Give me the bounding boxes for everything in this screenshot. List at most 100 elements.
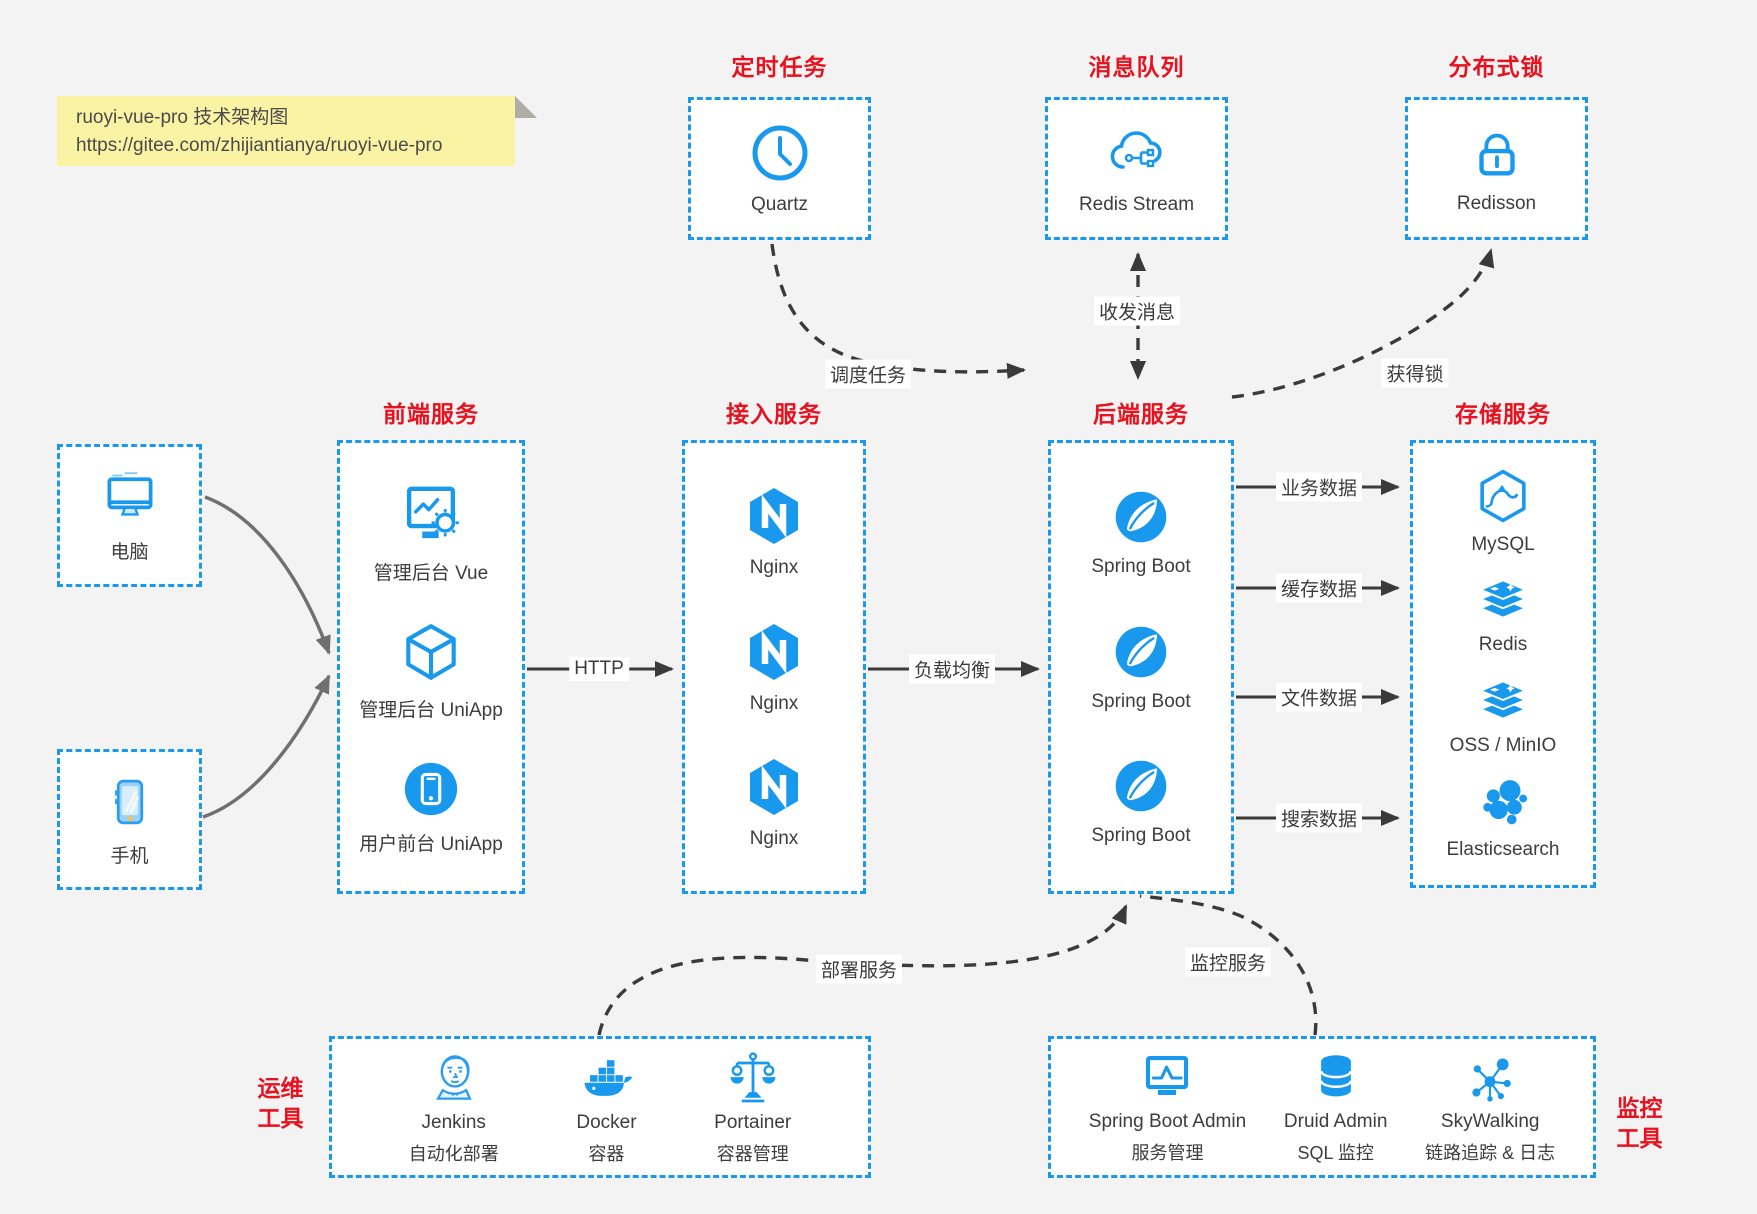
edge-schedule [770,243,1026,379]
client-box-phone: 手机 [57,749,202,890]
edge-label-file-data: 文件数据 [1275,682,1363,712]
node-mysql: MySQL [1471,467,1535,556]
redis-icon [1478,579,1528,619]
note-url: https://gitee.com/zhijiantianya/ruoyi-vu… [76,135,443,156]
druid-icon [1319,1055,1352,1097]
node-label: Spring Boot [1091,555,1191,577]
desktop-icon [107,471,152,516]
edge-label-business-data: 业务数据 [1275,472,1363,502]
node-quartz: Quartz [748,121,812,216]
edge-label-monitor: 监控服务 [1184,947,1272,977]
node-label: 管理后台 UniApp [359,700,503,721]
node-desc: SQL 监控 [1297,1143,1374,1163]
node-desc: 容器管理 [716,1144,789,1164]
node-redis-stream: Redis Stream [1079,121,1194,216]
mysql-icon [1480,469,1526,522]
clock-icon [752,125,807,181]
node-label: 用户前台 UniApp [359,833,503,855]
node-skywalking: SkyWalking 链路追踪 & 日志 [1425,1049,1555,1165]
node-redisson: Redisson [1457,122,1536,215]
column-title-backend: 后端服务 [1093,401,1189,427]
node-label: Jenkins [421,1112,486,1133]
nginx-icon [750,487,798,544]
node-label: Spring Boot [1091,825,1191,847]
edge-label-deploy: 部署服务 [815,954,903,984]
node-label: SkyWalking [1440,1111,1540,1132]
column-title-frontend: 前端服务 [383,401,479,427]
group-box-monitor-tools: Spring Boot Admin 服务管理 Druid Admin SQL 监… [1048,1036,1596,1178]
docker-icon [584,1060,633,1096]
column-box-backend: Spring Boot Spring Boot Spring Boot [1048,440,1234,894]
node-portainer: Portainer 容器管理 [714,1048,791,1166]
portainer-icon [730,1052,776,1103]
node-label: Spring Boot [1091,690,1191,712]
node-admin-vue: 管理后台 Vue [374,479,488,585]
spring-boot-icon [1115,760,1167,812]
column-box-storage: MySQL Redis [1410,440,1596,888]
nginx-icon [750,623,798,680]
note-title: ruoyi-vue-pro 技术架构图 [76,107,289,128]
node-label: Redis [1478,634,1528,656]
node-label: OSS / MinIO [1449,734,1557,756]
edge-label-search-data: 搜索数据 [1275,803,1363,833]
node-label: Redis Stream [1078,194,1195,215]
node-redis: Redis [1473,573,1533,656]
node-label: Nginx [749,692,799,714]
monitor-title-line2: 工具 [1616,1124,1663,1151]
group-title-distributed-lock: 分布式锁 [1448,54,1545,80]
node-spring-boot-2: Spring Boot [1091,622,1191,713]
node-phone: 手机 [101,772,159,868]
edge-label-http: HTTP [569,657,629,681]
group-box-scheduled-jobs: Quartz [688,97,871,240]
edge-label-load-balance: 负载均衡 [908,654,996,684]
node-label: Elasticsearch [1446,839,1560,861]
node-label: Nginx [749,556,799,578]
column-box-frontend: 管理后台 Vue 管理后台 UniApp 用户前台 UniApp [337,440,525,894]
node-label: Druid Admin [1283,1111,1388,1132]
group-box-ops-tools: Jenkins 自动化部署 Docker 容器 [329,1036,871,1178]
node-spring-boot-3: Spring Boot [1091,756,1191,847]
group-title-scheduled-jobs: 定时任务 [731,54,828,80]
node-label: Quartz [750,194,809,215]
node-label: Portainer [714,1112,792,1133]
user-uniapp-icon [404,762,458,815]
spring-boot-icon [1115,491,1167,543]
skywalking-icon [1472,1058,1512,1102]
node-elasticsearch: Elasticsearch [1447,774,1560,861]
node-label: Spring Boot Admin [1088,1111,1247,1132]
node-desc: 自动化部署 [408,1144,499,1164]
ops-title-line1: 运维 [257,1075,304,1101]
ops-title-line2: 工具 [257,1104,304,1131]
uniapp-cube-icon [406,624,456,680]
jenkins-icon [435,1055,472,1100]
group-title-message-queue: 消息队列 [1088,54,1185,80]
node-label: Docker [576,1112,637,1133]
node-spring-boot-1: Spring Boot [1091,487,1191,578]
node-desc: 链路追踪 & 日志 [1425,1143,1556,1163]
edge-label-schedule: 调度任务 [824,359,912,389]
edge-lock [1231,248,1495,399]
nginx-icon [750,759,798,816]
node-druid-admin: Druid Admin SQL 监控 [1283,1049,1388,1165]
edge-phone-to-frontend [202,674,331,819]
group-box-distributed-lock: Redisson [1405,97,1588,240]
column-title-storage: 存储服务 [1455,401,1551,427]
edge-label-message: 收发消息 [1093,296,1181,326]
group-box-message-queue: Redis Stream [1045,97,1228,240]
node-label: MySQL [1471,533,1535,555]
node-pc: 电脑 [97,468,163,564]
edge-pc-to-frontend [204,495,331,655]
admin-vue-icon [406,486,459,538]
edge-label-lock: 获得锁 [1381,358,1449,388]
oss-icon [1478,680,1528,720]
lock-icon [1478,133,1515,176]
spring-boot-icon [1115,626,1167,677]
node-label: 电脑 [110,541,149,563]
node-label: 管理后台 Vue [373,562,489,584]
column-title-access: 接入服务 [726,401,822,427]
monitor-title-line1: 监控 [1616,1095,1663,1121]
group-title-ops-tools: 运维 工具 [243,1074,318,1134]
node-spring-boot-admin: Spring Boot Admin 服务管理 [1089,1049,1246,1165]
node-desc: 容器 [588,1144,625,1164]
